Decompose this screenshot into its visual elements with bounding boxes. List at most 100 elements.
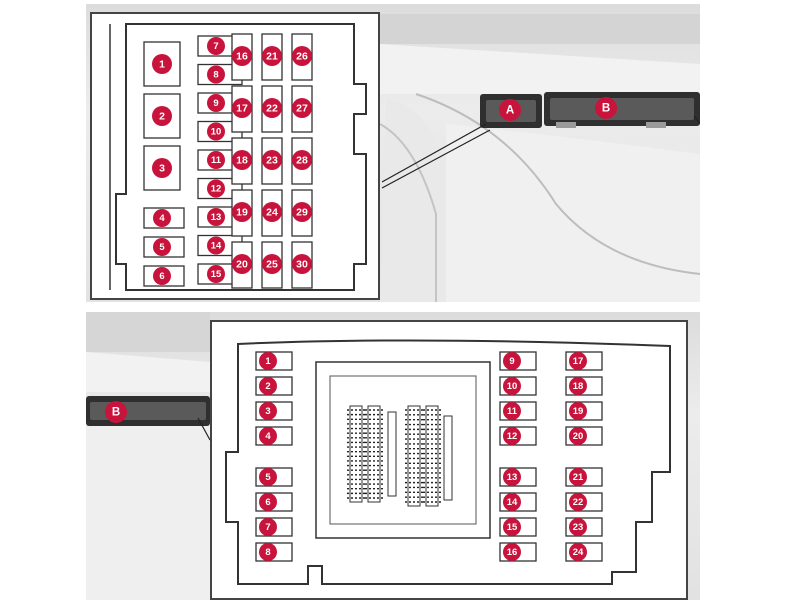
fuse-13: 13 xyxy=(207,208,225,226)
bottom-fuse-13: 13 xyxy=(503,468,521,486)
fuse-22: 22 xyxy=(262,98,282,118)
fuse-10: 10 xyxy=(207,122,225,141)
fuse-4-label: 4 xyxy=(159,213,165,224)
bottom-fuse-9-label: 9 xyxy=(509,356,514,367)
bottom-fuse-8: 8 xyxy=(259,543,277,561)
bottom-fuse-22: 22 xyxy=(569,493,587,511)
bottom-fuse-5: 5 xyxy=(259,468,277,486)
top-background-drawing xyxy=(379,14,700,302)
fuse-9: 9 xyxy=(207,94,225,112)
fuse-17-label: 17 xyxy=(236,103,248,115)
bottom-fuse-4: 4 xyxy=(259,427,277,445)
bottom-fuse-15-label: 15 xyxy=(507,522,518,533)
big-fuse-1: 1 xyxy=(152,54,172,74)
bottom-fuse-17-label: 17 xyxy=(573,356,584,367)
fuse-28: 28 xyxy=(292,150,312,170)
bottom-fuse-6: 6 xyxy=(259,493,277,511)
fuse-5-label: 5 xyxy=(159,242,164,253)
relay-pin-strip xyxy=(425,405,439,507)
connector-b-bottom-badge-label: B xyxy=(112,407,120,419)
fuse-16-label: 16 xyxy=(236,51,248,63)
fuse-13-label: 13 xyxy=(211,212,222,223)
top-fuse-box-outline xyxy=(109,23,367,291)
fuse-25: 25 xyxy=(262,254,282,274)
bottom-fuse-10: 10 xyxy=(503,377,521,395)
bottom-connector-label: B xyxy=(105,401,127,423)
fuse-17: 17 xyxy=(232,98,252,118)
fuse-28-label: 28 xyxy=(296,155,308,167)
bottom-fuse-11-label: 11 xyxy=(507,406,517,417)
relay-pin-strip xyxy=(349,405,363,503)
relay-spacer xyxy=(387,411,397,497)
fuse-26: 26 xyxy=(292,46,312,66)
big-fuse-2-label: 2 xyxy=(159,111,165,123)
bottom-fuse-15: 15 xyxy=(503,518,521,536)
fuse-15-label: 15 xyxy=(211,269,222,280)
fuse-19-label: 19 xyxy=(236,207,248,219)
fuse-11-label: 11 xyxy=(211,155,221,166)
fuse-7-label: 7 xyxy=(213,41,218,52)
connector-b-badge: B xyxy=(595,97,617,119)
fuse-27-label: 27 xyxy=(296,103,308,115)
bottom-fuse-21-label: 21 xyxy=(573,472,584,483)
fuse-8: 8 xyxy=(207,65,225,84)
bottom-fuse-box-outline xyxy=(225,339,671,585)
relay-pin-strip xyxy=(367,405,381,503)
bottom-fuse-3-label: 3 xyxy=(265,406,270,417)
fuse-7: 7 xyxy=(207,37,225,55)
top-fuse-layout: 1234567891011121314151617181920212223242… xyxy=(143,33,313,289)
bottom-fuse-19: 19 xyxy=(569,402,587,420)
bottom-fuse-1: 1 xyxy=(259,352,277,370)
fuse-30: 30 xyxy=(292,254,312,274)
fuse-30-label: 30 xyxy=(296,259,308,271)
fuse-15: 15 xyxy=(207,265,225,283)
fuse-4: 4 xyxy=(153,209,171,227)
bottom-fuse-9: 9 xyxy=(503,352,521,370)
fuse-18: 18 xyxy=(232,150,252,170)
fuse-16: 16 xyxy=(232,46,252,66)
bottom-fuse-20-label: 20 xyxy=(573,431,584,442)
bottom-fuse-5-label: 5 xyxy=(265,472,270,483)
bottom-fuse-21: 21 xyxy=(569,468,587,486)
big-fuse-2: 2 xyxy=(152,106,172,126)
bottom-fuse-24: 24 xyxy=(569,543,587,561)
fuse-20-label: 20 xyxy=(236,259,248,271)
fuse-25-label: 25 xyxy=(266,259,278,271)
fuse-29: 29 xyxy=(292,202,312,222)
bottom-fuse-11: 11 xyxy=(503,402,521,420)
fuse-27: 27 xyxy=(292,98,312,118)
fuse-26-label: 26 xyxy=(296,51,308,63)
relay-spacer xyxy=(443,415,453,501)
fuse-24-label: 24 xyxy=(266,207,278,219)
bottom-fuse-2-label: 2 xyxy=(265,381,270,392)
connector-b-badge-label: B xyxy=(602,103,610,115)
fuse-21: 21 xyxy=(262,46,282,66)
bottom-fuse-20: 20 xyxy=(569,427,587,445)
bottom-fuse-16-label: 16 xyxy=(507,547,518,558)
bottom-fuse-14: 14 xyxy=(503,493,521,511)
bottom-fuse-18: 18 xyxy=(569,377,587,395)
fuse-8-label: 8 xyxy=(213,70,218,81)
bottom-fuse-6-label: 6 xyxy=(265,497,270,508)
bottom-fuse-7: 7 xyxy=(259,518,277,536)
fuse-11: 11 xyxy=(207,151,225,169)
bottom-fuse-12-label: 12 xyxy=(507,431,518,442)
bottom-fuse-17: 17 xyxy=(569,352,587,370)
bottom-fuse-14-label: 14 xyxy=(507,497,518,508)
bottom-fuse-13-label: 13 xyxy=(507,472,518,483)
connector-a-badge: A xyxy=(499,99,521,121)
bottom-fuse-3: 3 xyxy=(259,402,277,420)
fuse-6-label: 6 xyxy=(159,271,164,282)
fuse-10-label: 10 xyxy=(211,127,222,138)
fuse-29-label: 29 xyxy=(296,207,308,219)
fuse-21-label: 21 xyxy=(266,51,278,63)
fuse-14-label: 14 xyxy=(211,241,222,252)
fuse-5: 5 xyxy=(153,238,171,256)
bottom-fuse-1-label: 1 xyxy=(265,356,270,367)
bottom-fuse-7-label: 7 xyxy=(265,522,270,533)
